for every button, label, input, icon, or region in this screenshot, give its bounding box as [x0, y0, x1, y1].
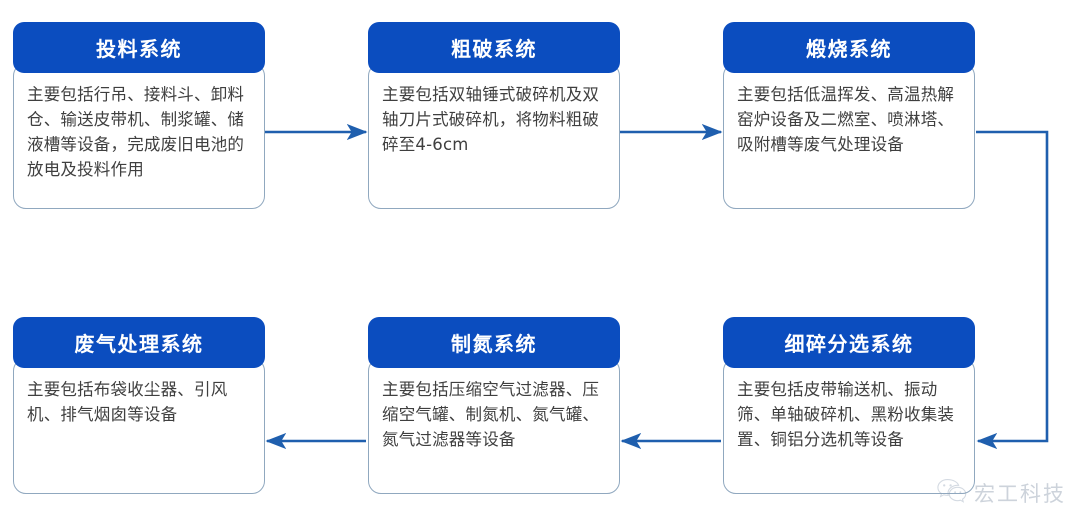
node-title-calcination-system: 煅烧系统 [723, 22, 975, 73]
process-node-nitrogen-generation-system[interactable]: 制氮系统 主要包括压缩空气过滤器、压缩空气罐、制氮机、氮气罐、氮气过滤器等设备 [368, 317, 620, 494]
process-node-coarse-crushing-system[interactable]: 粗破系统 主要包括双轴锤式破碎机及双轴刀片式破碎机，将物料粗破碎至4-6cm [368, 22, 620, 209]
node-title-nitrogen-generation-system: 制氮系统 [368, 317, 620, 368]
node-description-calcination-system: 主要包括低温挥发、高温热解窑炉设备及二燃室、喷淋塔、吸附槽等废气处理设备 [723, 63, 975, 209]
process-node-exhaust-treatment-system[interactable]: 废气处理系统 主要包括布袋收尘器、引风机、排气烟囱等设备 [13, 317, 265, 494]
connector-calcining-to-sorting [976, 130, 1049, 450]
node-title-coarse-crushing-system: 粗破系统 [368, 22, 620, 73]
node-description-fine-crushing-sorting-system: 主要包括皮带输送机、振动筛、单轴破碎机、黑粉收集装置、铜铝分选机等设备 [723, 358, 975, 494]
node-description-exhaust-treatment-system: 主要包括布袋收尘器、引风机、排气烟囱等设备 [13, 358, 265, 494]
process-node-feeding-system[interactable]: 投料系统 主要包括行吊、接料斗、卸料仓、输送皮带机、制浆罐、储液槽等设备，完成废… [13, 22, 265, 209]
node-title-feeding-system: 投料系统 [13, 22, 265, 73]
process-node-calcination-system[interactable]: 煅烧系统 主要包括低温挥发、高温热解窑炉设备及二燃室、喷淋塔、吸附槽等废气处理设… [723, 22, 975, 209]
node-title-exhaust-treatment-system: 废气处理系统 [13, 317, 265, 368]
process-node-fine-crushing-sorting-system[interactable]: 细碎分选系统 主要包括皮带输送机、振动筛、单轴破碎机、黑粉收集装置、铜铝分选机等… [723, 317, 975, 494]
node-description-nitrogen-generation-system: 主要包括压缩空气过滤器、压缩空气罐、制氮机、氮气罐、氮气过滤器等设备 [368, 358, 620, 494]
node-title-fine-crushing-sorting-system: 细碎分选系统 [723, 317, 975, 368]
node-description-coarse-crushing-system: 主要包括双轴锤式破碎机及双轴刀片式破碎机，将物料粗破碎至4-6cm [368, 63, 620, 209]
node-description-feeding-system: 主要包括行吊、接料斗、卸料仓、输送皮带机、制浆罐、储液槽等设备，完成废旧电池的放… [13, 63, 265, 209]
